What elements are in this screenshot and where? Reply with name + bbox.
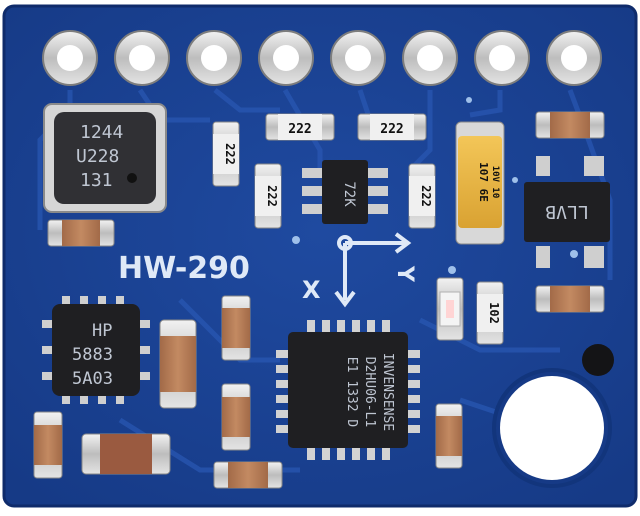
capacitor-c8 [33, 411, 63, 479]
magnetometer-line-1: HP [92, 321, 112, 341]
board-label: HW-290 [118, 251, 250, 286]
resistor-r1: 222 [212, 121, 240, 187]
pin-3 [186, 30, 242, 86]
magnetometer-line-2: 5883 [72, 345, 113, 365]
axis-y-label: Y [392, 265, 417, 283]
resistor-r5-label: 222 [419, 185, 433, 207]
capacitor-c2 [47, 219, 115, 247]
resistor-r4-label: 222 [265, 185, 279, 207]
imu-line-2: D2HU06-L1 [362, 357, 377, 427]
capacitor-c3 [535, 285, 605, 313]
pin-8 [546, 30, 602, 86]
capacitor-c7 [435, 403, 463, 469]
pressure-sensor-line-3: 131 [80, 170, 113, 191]
resistor-r2: 222 [265, 113, 335, 141]
capacitor-c10 [213, 461, 283, 489]
capacitor-c1 [535, 111, 605, 139]
resistor-r3: 222 [357, 113, 427, 141]
axis-x-label: X [302, 276, 321, 304]
header-pins [42, 30, 602, 86]
resistor-led: 102 [476, 281, 504, 345]
pin-6 [402, 30, 458, 86]
pin-2 [114, 30, 170, 86]
imu-chip: INVENSENSE D2HU06-L1 E1 1332 D [276, 320, 420, 460]
pin-4 [258, 30, 314, 86]
capacitor-c6 [221, 383, 251, 451]
resistor-r3-label: 222 [380, 122, 403, 137]
resistor-r1-label: 222 [223, 143, 237, 165]
resistor-led-label: 102 [487, 302, 501, 324]
imu-line-1: INVENSENSE [380, 353, 395, 431]
pin-7 [474, 30, 530, 86]
capacitor-c5 [221, 295, 251, 361]
magnetometer-chip: HP 5883 5A03 [42, 296, 150, 404]
magnetometer-line-3: 5A03 [72, 369, 113, 389]
axis-indicator [334, 232, 412, 308]
pressure-sensor-line-1: 1244 [80, 122, 123, 143]
status-led [436, 277, 464, 341]
pin-5 [330, 30, 386, 86]
resistor-r2-label: 222 [288, 122, 311, 137]
capacitor-c9 [81, 433, 171, 475]
tantalum-marking-2: 10V 10 [490, 166, 500, 199]
voltage-regulator: LLVB [524, 156, 610, 268]
fiducial-dot [582, 344, 614, 376]
regulator-marking: LLVB [545, 201, 588, 222]
mounting-hole [492, 368, 612, 488]
resistor-r5: 222 [408, 163, 436, 229]
opamp-chip: 72K [302, 160, 388, 224]
resistor-r4: 222 [254, 163, 282, 229]
imu-line-3: E1 1332 D [344, 357, 359, 428]
tantalum-marking-1: 107 6E [477, 162, 490, 202]
opamp-marking: 72K [341, 181, 357, 207]
pin-1 [42, 30, 98, 86]
capacitor-c4 [159, 319, 197, 409]
vias [117, 97, 578, 318]
pressure-sensor-chip: 1244 U228 131 [43, 103, 167, 213]
tantalum-capacitor: 107 6E 10V 10 [455, 121, 505, 245]
pressure-sensor-line-2: U228 [76, 146, 119, 167]
